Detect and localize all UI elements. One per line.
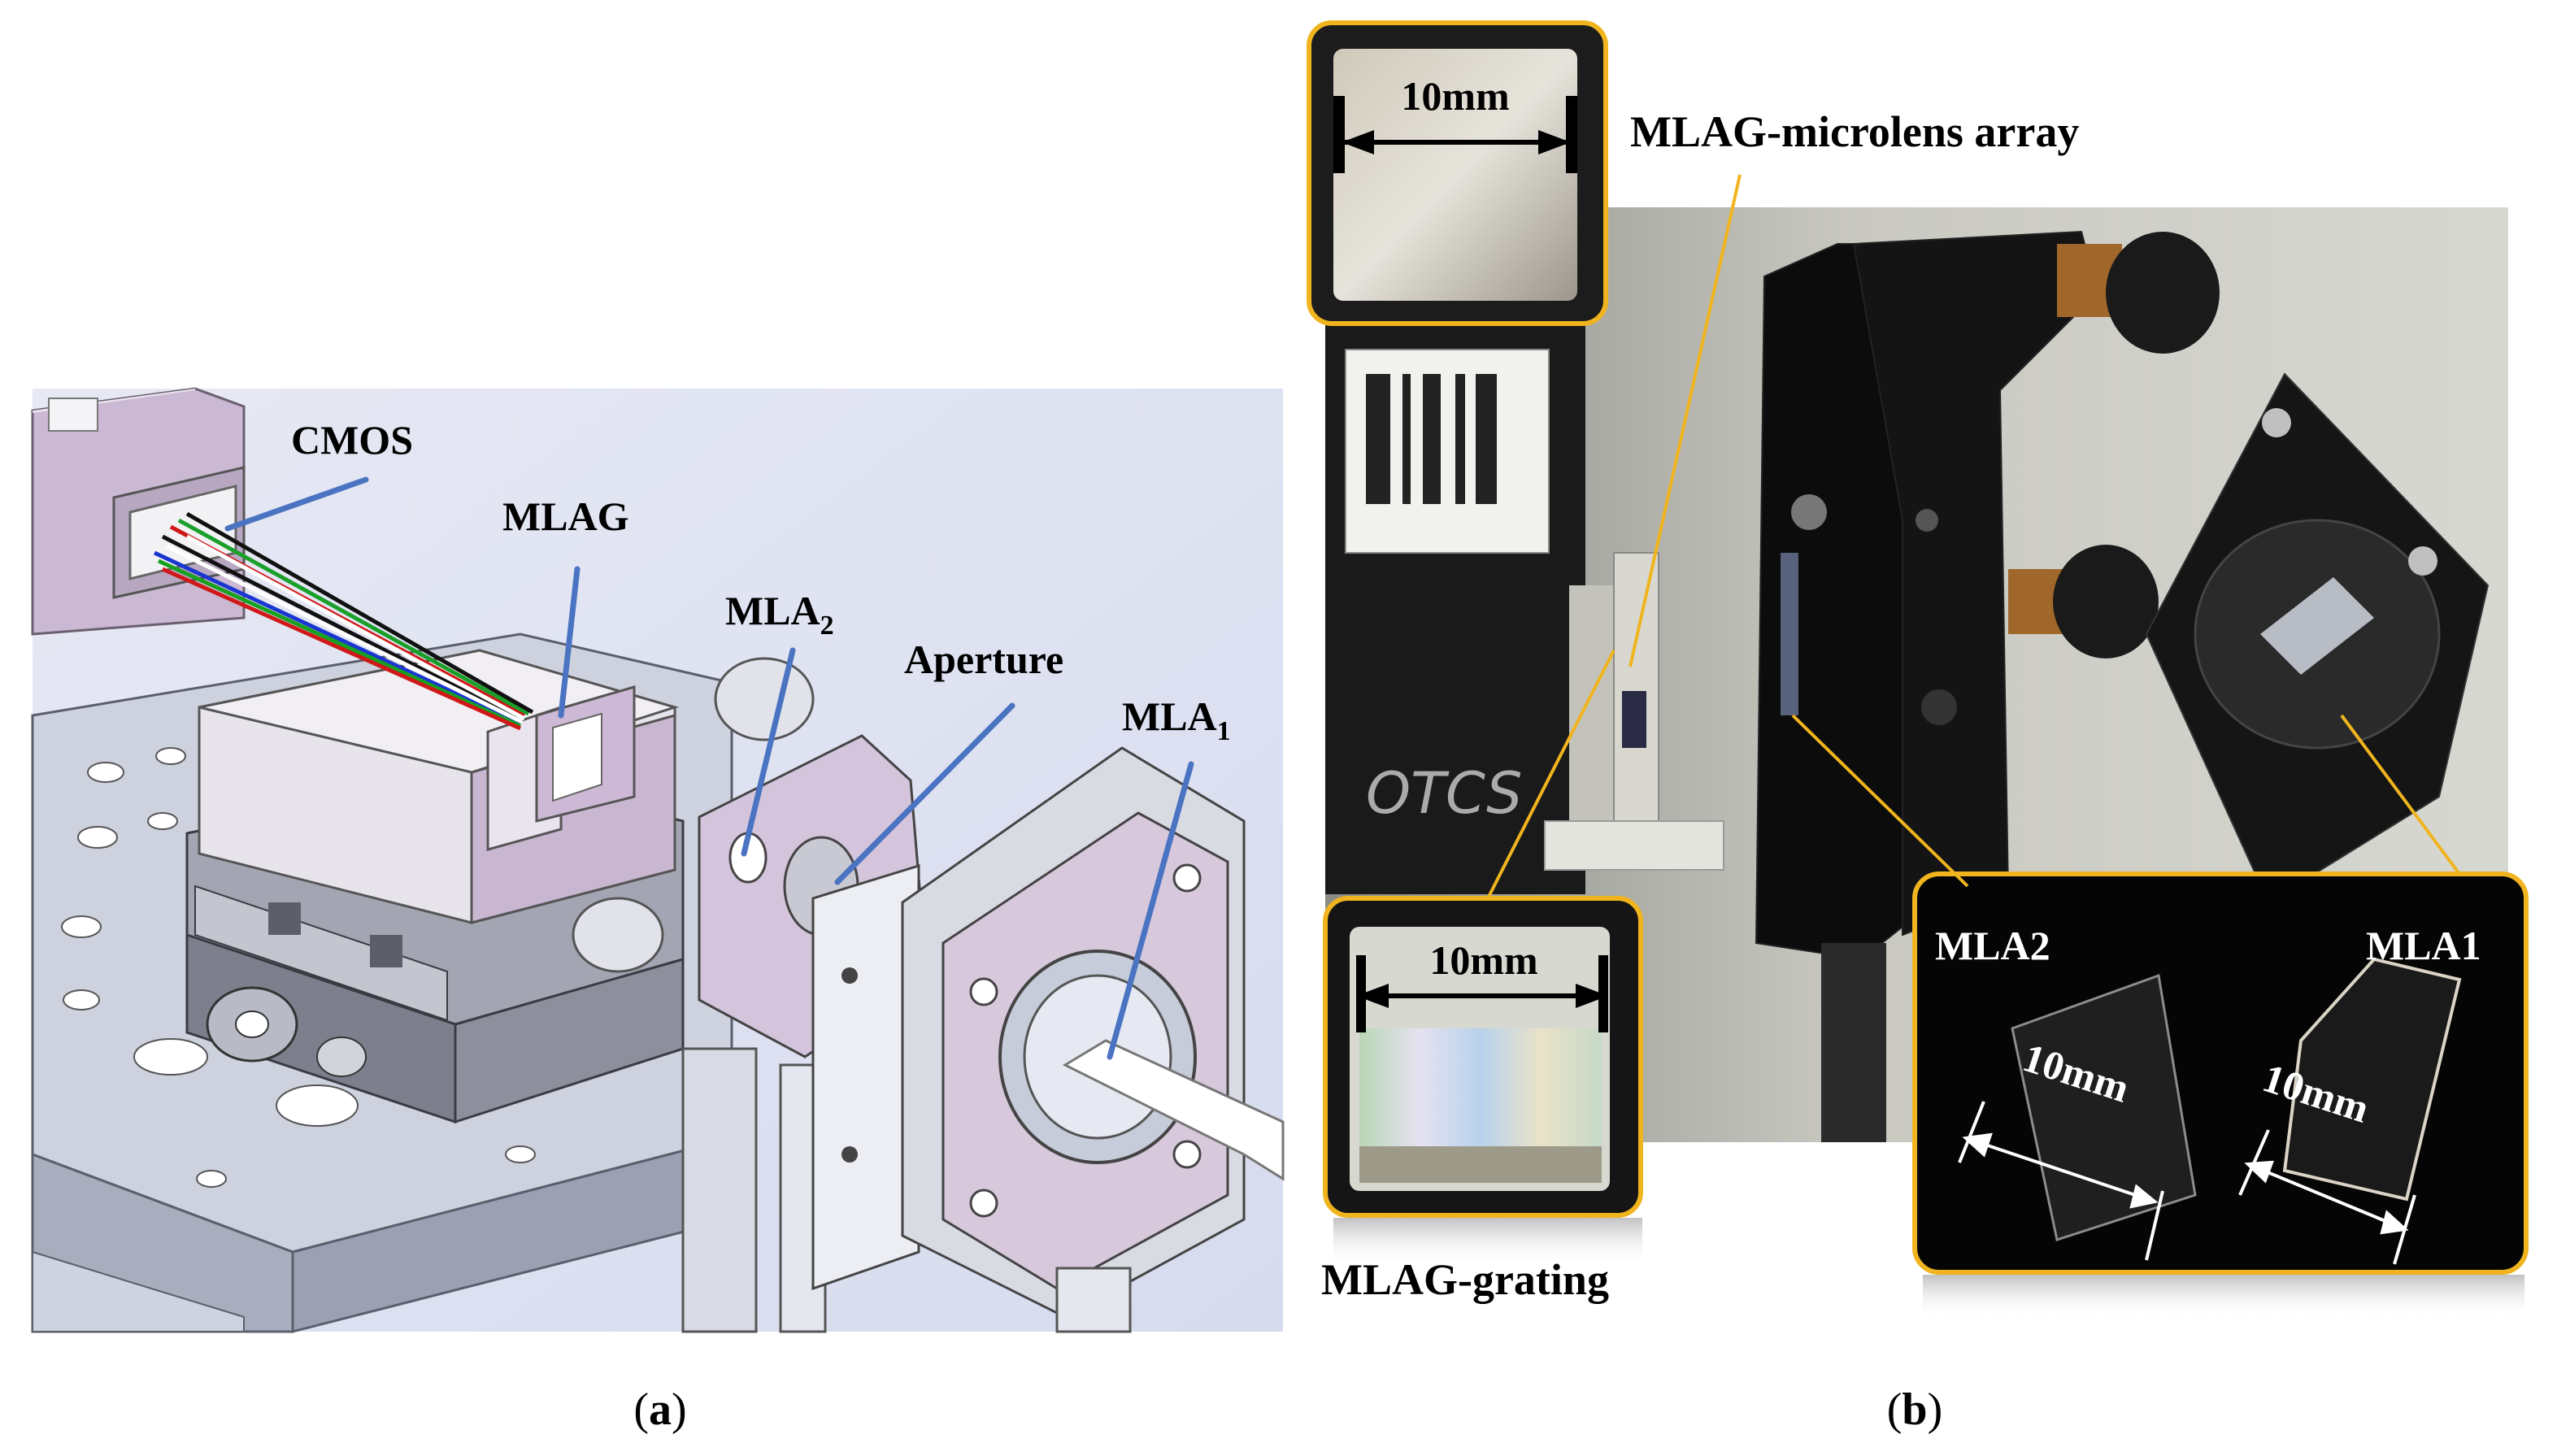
- label-mla1: MLA1: [1122, 693, 1231, 746]
- camera-body: OTCS: [1325, 325, 1634, 894]
- inset-mla2-label: MLA2: [1935, 923, 2050, 968]
- callout-line-mla1: [1107, 761, 1194, 1060]
- inset-top-scale-label: 10mm: [1401, 73, 1509, 119]
- light-rays: [153, 511, 534, 731]
- label-mla2: MLA2: [725, 588, 834, 641]
- callout-line-aperture: [834, 702, 1015, 885]
- inset-mla1-label: MLA1: [2366, 923, 2481, 968]
- callout-line-cmos: [224, 476, 369, 532]
- label-aperture: Aperture: [904, 637, 1063, 682]
- panel-b-photo: OTCS: [1307, 20, 2529, 1319]
- mla2-lens: [2011, 973, 2197, 1241]
- mla1-diamond-mount: [2145, 372, 2490, 904]
- mlag-holder: [198, 649, 680, 924]
- caption-a: (a): [633, 1384, 686, 1435]
- label-cmos: CMOS: [291, 417, 413, 463]
- panel-b-callout-lines: [1486, 174, 2461, 899]
- mla2-kinematic-mount: [1755, 230, 2220, 1142]
- caption-b: (b): [1887, 1384, 1942, 1435]
- label-mlag-microlens-array: MLAG-microlens array: [1630, 107, 2079, 156]
- label-mlag: MLAG: [502, 493, 629, 539]
- callout-line-mla1: [2340, 714, 2461, 876]
- aperture-plate: [811, 863, 920, 1291]
- mlag-glass-holder: [1544, 552, 1724, 871]
- callout-line-mla2: [741, 647, 796, 857]
- panel-a-cad-drawing: CMOS MLAG MLA2 Aperture MLA1: [31, 387, 1285, 1333]
- mla1-lens: [2282, 957, 2462, 1202]
- cmos-camera: [31, 387, 246, 636]
- inset-grating: 10mm: [1323, 896, 1643, 1267]
- inset-microlens-array: 10mm: [1307, 20, 1608, 326]
- label-mlag-grating: MLAG-grating: [1321, 1255, 1609, 1304]
- inset-bottom-scale-label: 10mm: [1429, 937, 1537, 983]
- callout-line-microlens: [1629, 174, 1742, 667]
- inset-mla-lenses: MLA2 MLA1 10mm 10mm: [1912, 871, 2529, 1319]
- callout-line-mla2: [1791, 714, 1969, 888]
- callout-line-grating: [1486, 650, 1616, 899]
- panel-a-callout-lines: [224, 476, 1194, 1060]
- svg-text:OTCS: OTCS: [1366, 760, 1522, 827]
- callout-line-mlag: [558, 566, 581, 719]
